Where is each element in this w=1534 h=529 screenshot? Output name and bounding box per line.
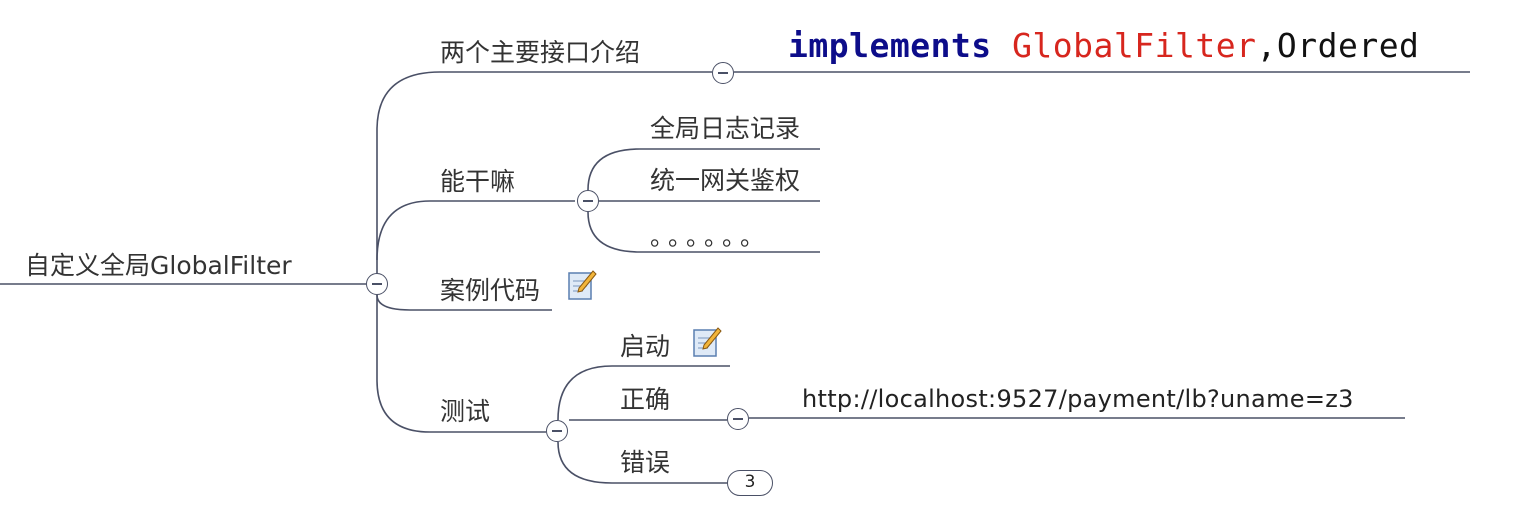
capabilities-child-log[interactable]: 全局日志记录: [650, 114, 801, 143]
correct-collapse-button[interactable]: [727, 408, 749, 430]
connector-interfaces: [376, 71, 712, 274]
connector-test: [376, 295, 546, 433]
capabilities-child-more[interactable]: 。。。。。。: [650, 223, 770, 251]
code-type: GlobalFilter: [1012, 26, 1257, 65]
code-rest: ,Ordered: [1256, 26, 1420, 65]
root-node[interactable]: 自定义全局GlobalFilter: [25, 251, 292, 280]
capabilities-node[interactable]: 能干嘛: [440, 167, 516, 196]
test-node[interactable]: 测试: [440, 397, 491, 426]
interfaces-collapse-button[interactable]: [712, 62, 734, 84]
connector-cap-more: [587, 211, 820, 253]
note-icon[interactable]: [567, 269, 597, 301]
interfaces-node[interactable]: 两个主要接口介绍: [440, 38, 641, 67]
interfaces-code[interactable]: implements GlobalFilter,Ordered: [788, 27, 1419, 65]
error-collapsed-count-badge[interactable]: 3: [727, 470, 773, 496]
capabilities-child-auth[interactable]: 统一网关鉴权: [650, 166, 801, 195]
connector-test-error: [557, 441, 727, 484]
root-collapse-button[interactable]: [366, 273, 388, 295]
test-child-error[interactable]: 错误: [620, 448, 671, 477]
connector-cap-log: [587, 148, 820, 191]
connector-capabilities: [376, 200, 575, 261]
capabilities-collapse-button[interactable]: [577, 190, 599, 212]
correct-url[interactable]: http://localhost:9527/payment/lb?uname=z…: [802, 385, 1354, 413]
test-child-correct[interactable]: 正确: [620, 385, 671, 414]
test-collapse-button[interactable]: [546, 420, 568, 442]
code-keyword: implements: [788, 26, 992, 65]
example-node[interactable]: 案例代码: [440, 276, 541, 305]
connector-test-start: [557, 365, 730, 421]
test-child-start[interactable]: 启动: [620, 332, 671, 361]
note-icon[interactable]: [692, 326, 722, 358]
